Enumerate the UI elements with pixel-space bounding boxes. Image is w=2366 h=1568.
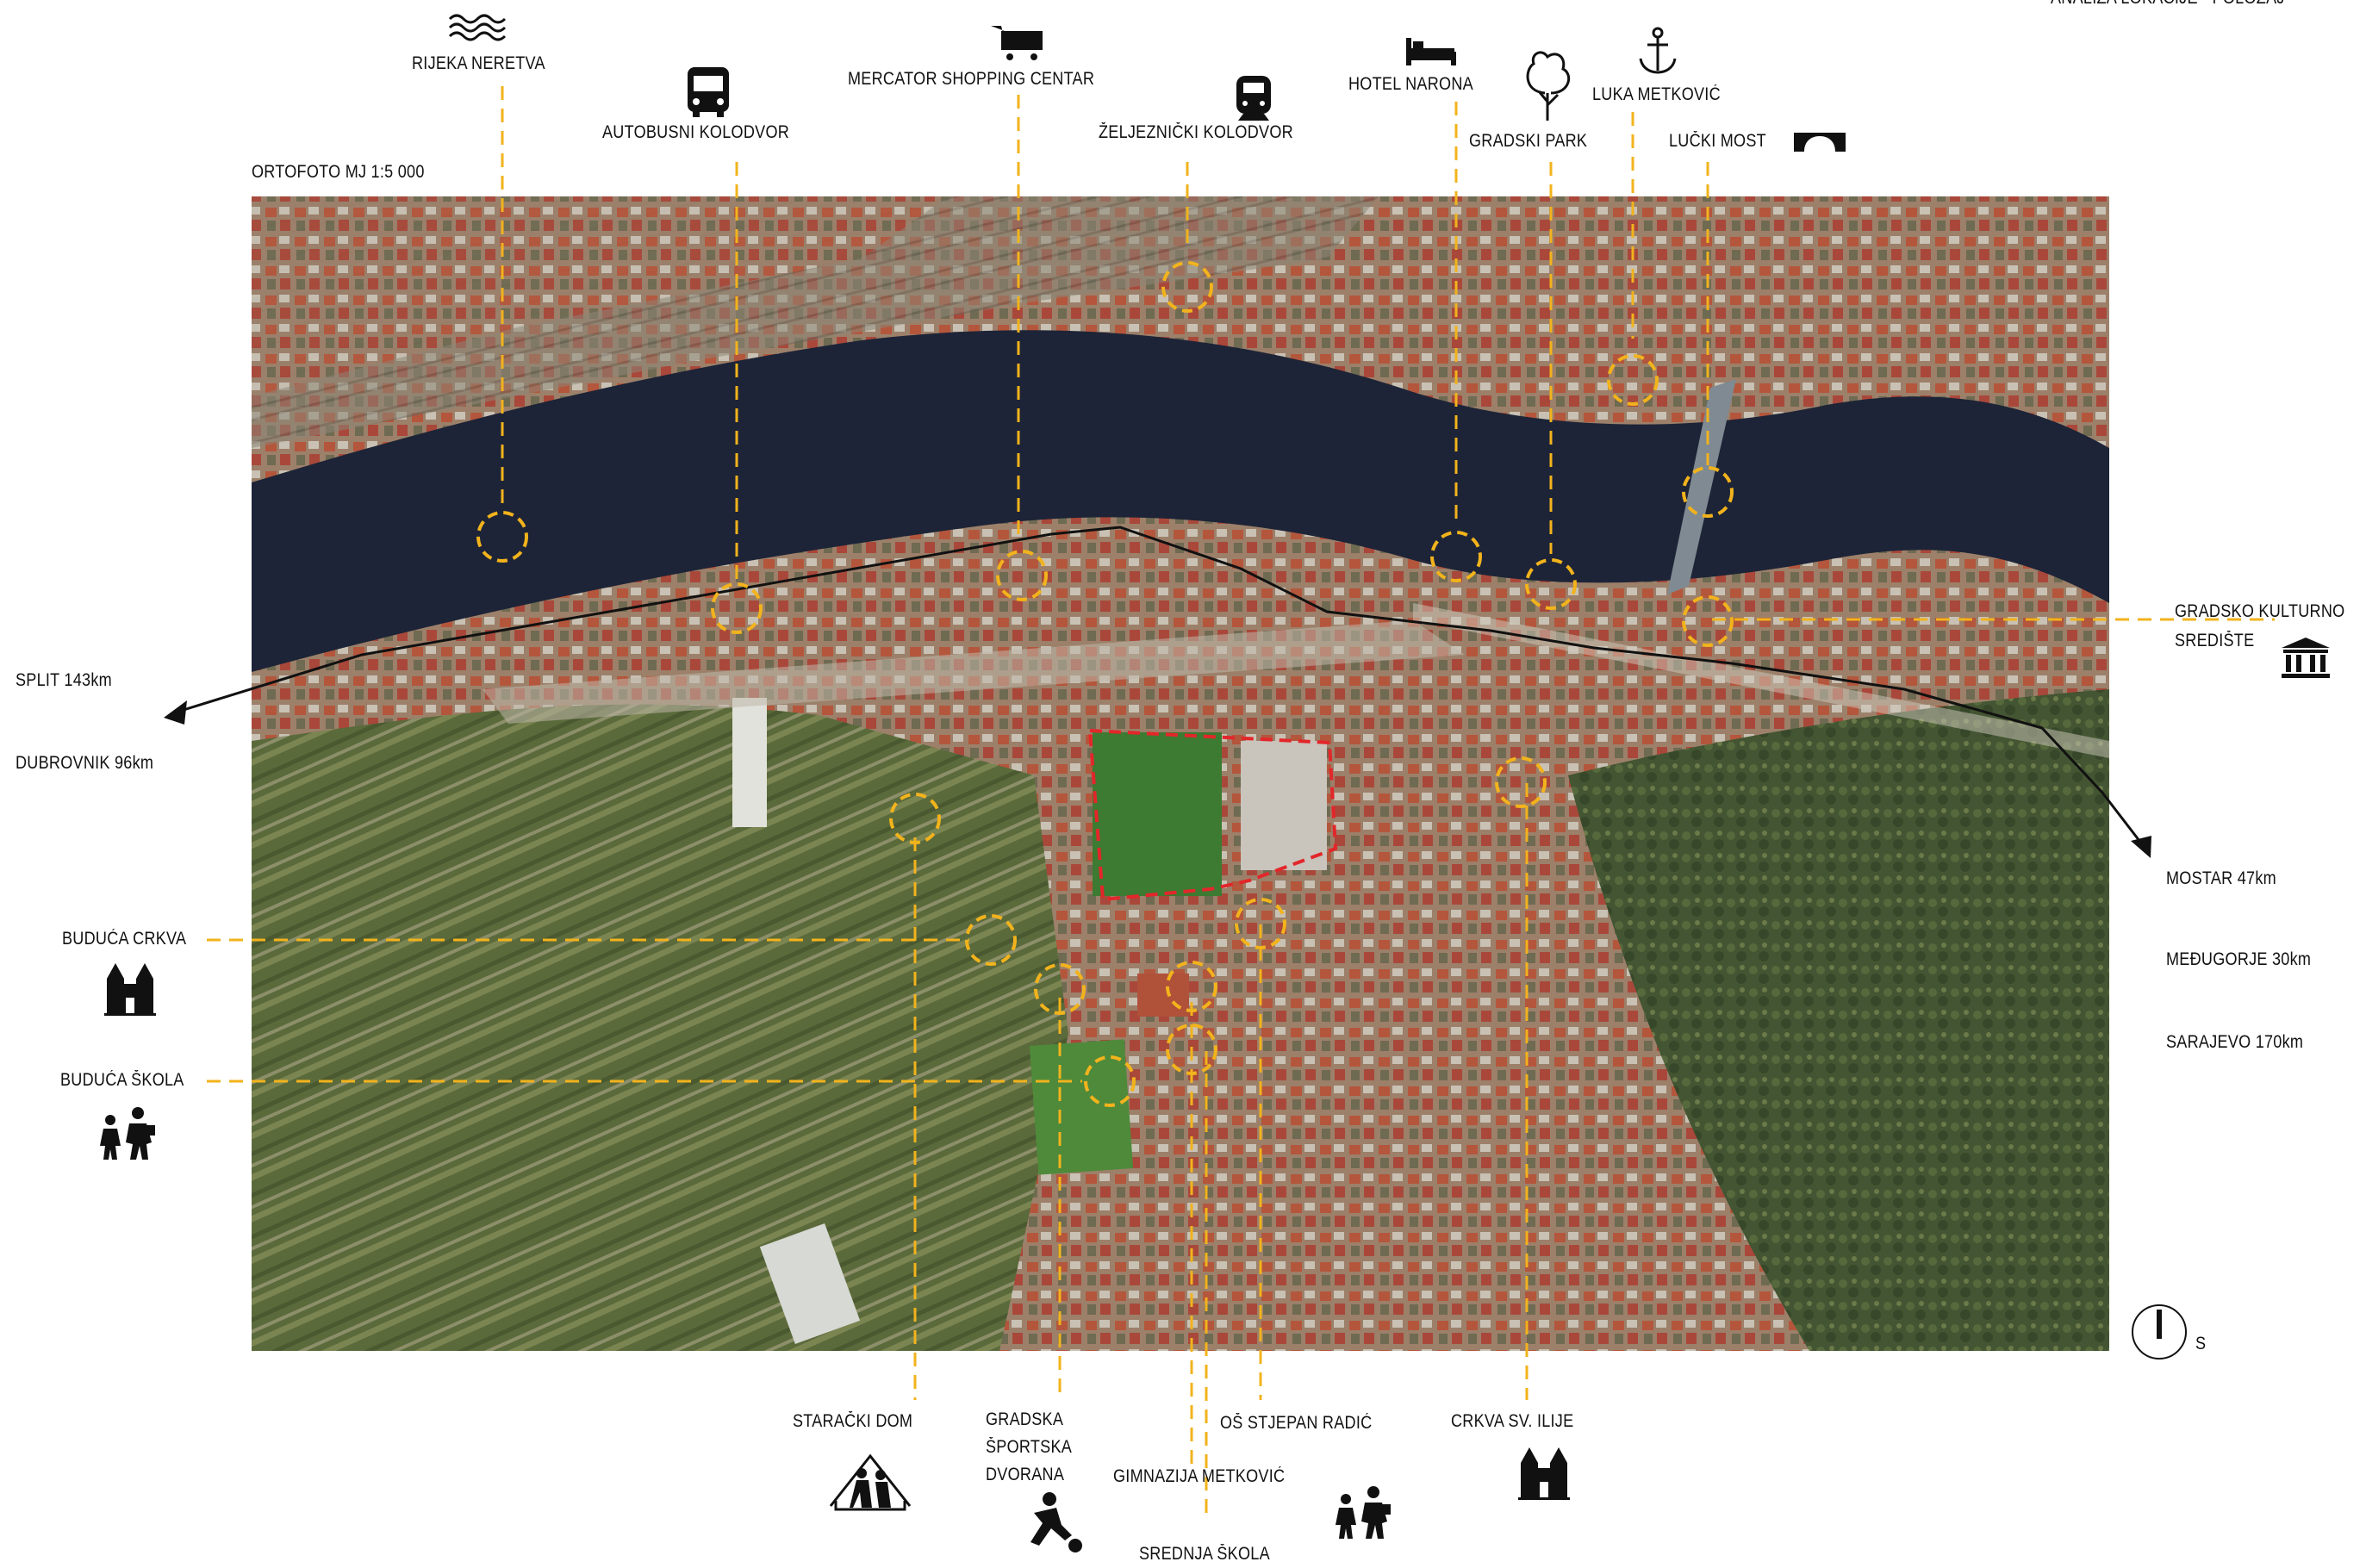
- marker-luka: [1607, 354, 1659, 406]
- label-srednja-skola: SREDNJA ŠKOLA: [1139, 1544, 1270, 1564]
- marker-most: [1682, 466, 1734, 518]
- label-sarajevo: SARAJEVO 170km: [2166, 1032, 2304, 1052]
- marker-os: [1235, 898, 1286, 949]
- label-dvorana-line1: GRADSKA: [986, 1409, 1064, 1429]
- bus-icon: [688, 67, 729, 117]
- label-dvorana-line2: ŠPORTSKA: [986, 1437, 1073, 1457]
- marker-srednja: [1166, 1024, 1217, 1075]
- church-icon: [104, 963, 156, 1016]
- stadium-pitch: [1093, 732, 1222, 896]
- marker-park: [1525, 558, 1577, 610]
- children-icon: [1336, 1486, 1391, 1539]
- river-neretva: [252, 330, 2109, 672]
- green-hill: [1568, 689, 2109, 1351]
- orthophoto-map: [252, 196, 2109, 1351]
- waves-icon: [448, 14, 507, 41]
- tree-icon: [1526, 51, 1571, 121]
- label-dvorana-line3: DVORANA: [986, 1465, 1065, 1484]
- label-lucki-most: LUČKI MOST: [1669, 131, 1766, 151]
- bridge-structure: [1667, 379, 1736, 594]
- marker-sv-ilije: [1495, 756, 1547, 808]
- header-title-fragment: ANALIZA LOKACIJE - POLOŽAJ: [2051, 0, 2285, 9]
- label-zeljeznicki-kolodvor: ŽELJEZNIČKI KOLODVOR: [1099, 122, 1293, 142]
- label-buduca-skola: BUDUĆA ŠKOLA: [60, 1070, 184, 1090]
- anchor-icon: [1639, 27, 1677, 74]
- label-split: SPLIT 143km: [16, 670, 112, 690]
- bridge-icon: [1794, 133, 1846, 152]
- label-buduca-crkva: BUDUĆA CRKVA: [62, 929, 187, 949]
- marker-hotel: [1430, 531, 1482, 582]
- train-icon: [1236, 76, 1271, 121]
- marker-gimnazija: [1166, 961, 1217, 1012]
- label-kulturno-line1: GRADSKO KULTURNO: [2175, 601, 2345, 621]
- site-boundary: [1087, 728, 1338, 902]
- road-route: [164, 526, 2151, 858]
- marker-crkva: [965, 914, 1017, 966]
- marker-zeljeznicki: [1161, 261, 1213, 313]
- label-kulturno-line2: SREDIŠTE: [2175, 631, 2255, 650]
- leader-lines: [207, 86, 2275, 1521]
- church-icon: [1518, 1447, 1570, 1500]
- label-staracki-dom: STARAČKI DOM: [793, 1411, 913, 1431]
- marker-skola: [1084, 1055, 1136, 1107]
- marker-staracki: [889, 793, 941, 844]
- marker-dvorana: [1034, 963, 1086, 1015]
- label-rijeka-neretva: RIJEKA NERETVA: [412, 53, 545, 73]
- marker-autobusni: [711, 582, 763, 634]
- label-medjugorje: MEĐUGORJE 30km: [2166, 949, 2312, 969]
- label-os-stjepan-radic: OŠ STJEPAN RADIĆ: [1220, 1413, 1373, 1433]
- label-hotel-narona: HOTEL NARONA: [1348, 74, 1473, 94]
- elderly-home-icon: [829, 1453, 912, 1511]
- children-icon: [100, 1107, 155, 1160]
- label-dubrovnik: DUBROVNIK 96km: [16, 753, 154, 773]
- bed-icon: [1406, 38, 1456, 65]
- label-gradski-park: GRADSKI PARK: [1469, 131, 1588, 151]
- location-markers: [476, 261, 1734, 1107]
- north-arrow-icon: [2132, 1304, 2187, 1360]
- marker-mercator: [996, 550, 1048, 601]
- marker-kulturno: [1682, 595, 1734, 647]
- ortofoto-caption: ORTOFOTO MJ 1:5 000: [252, 162, 425, 182]
- label-gimnazija: GIMNAZIJA METKOVIĆ: [1113, 1466, 1286, 1486]
- compass-label: S: [2195, 1334, 2207, 1353]
- label-mercator: MERCATOR SHOPPING CENTAR: [848, 69, 1095, 89]
- shopping-cart-icon: [991, 26, 1043, 60]
- farmland: [252, 704, 1068, 1351]
- label-autobusni-kolodvor: AUTOBUSNI KOLODVOR: [602, 122, 790, 142]
- label-luka-metkovic: LUKA METKOVIĆ: [1592, 84, 1721, 104]
- label-mostar: MOSTAR 47km: [2166, 868, 2276, 888]
- label-crkva-sv-ilije: CRKVA SV. ILIJE: [1451, 1411, 1574, 1431]
- football-player-icon: [1030, 1492, 1082, 1552]
- marker-rijeka: [476, 511, 528, 563]
- museum-icon: [2282, 638, 2330, 678]
